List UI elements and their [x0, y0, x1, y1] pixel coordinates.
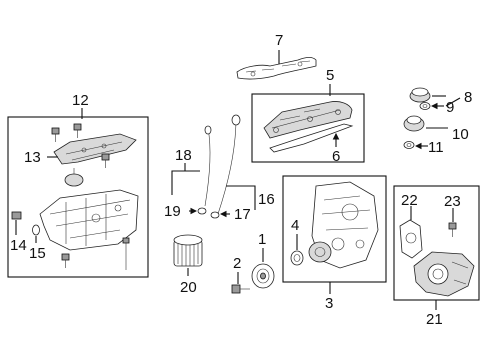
callout-9: 9	[446, 99, 454, 116]
bolt-part	[61, 253, 70, 268]
dipstick-tube-part	[204, 125, 212, 207]
bolt-part	[73, 123, 82, 138]
oil-pan-baffle-part	[53, 133, 137, 165]
callout-15: 15	[29, 245, 46, 262]
long-bolt-part	[122, 237, 130, 270]
breather-seal-part	[403, 141, 415, 149]
oil-filter-part	[173, 234, 203, 267]
crankshaft-bolt-part	[231, 284, 250, 294]
seal-part	[210, 211, 220, 219]
breather-cap-part	[403, 115, 425, 132]
drain-plug-part	[11, 211, 22, 220]
callout-18: 18	[175, 147, 192, 164]
callout-23: 23	[444, 193, 461, 210]
callout-14: 14	[10, 237, 27, 254]
timing-cover-seal-part	[290, 250, 304, 266]
callout-13: 13	[24, 149, 41, 166]
crankshaft-sprocket-part	[308, 241, 332, 263]
callout-11: 11	[428, 139, 444, 156]
dipstick-part	[217, 114, 241, 215]
bolt-part	[51, 127, 60, 142]
callout-21: 21	[426, 311, 443, 328]
water-pump-part	[413, 251, 475, 297]
callout-12: 12	[72, 92, 89, 109]
drain-plug-gasket-part	[32, 224, 40, 236]
o-ring-part	[197, 207, 207, 215]
callout-7: 7	[275, 32, 283, 49]
oil-pan-group-box	[7, 116, 149, 278]
callout-16: 16	[258, 191, 275, 208]
callout-3: 3	[325, 295, 333, 312]
bolt-part	[448, 222, 457, 237]
water-pump-gasket-part	[399, 219, 423, 259]
callout-8: 8	[464, 89, 472, 106]
oil-pan-part	[39, 189, 139, 251]
callout-6: 6	[332, 148, 340, 165]
callout-4: 4	[291, 217, 299, 234]
callout-5: 5	[326, 67, 334, 84]
callout-22: 22	[401, 192, 418, 209]
callout-17: 17	[234, 206, 251, 223]
oil-pump-pickup-part	[64, 168, 84, 187]
engine-cover-part	[236, 56, 317, 80]
bolt-part	[101, 153, 110, 168]
callout-1: 1	[258, 231, 266, 248]
callout-2: 2	[233, 255, 241, 272]
callout-20: 20	[180, 279, 197, 296]
valve-cover-gasket-part	[269, 123, 354, 153]
valve-cover-group-box	[251, 93, 365, 163]
cap-seal-part	[419, 102, 431, 110]
callout-19: 19	[164, 203, 181, 220]
crankshaft-pulley-part	[251, 263, 275, 289]
timing-cover-group-box	[282, 175, 387, 283]
callout-10: 10	[452, 126, 469, 143]
valve-cover-part	[263, 101, 353, 139]
oil-filler-cap-part	[409, 87, 431, 103]
